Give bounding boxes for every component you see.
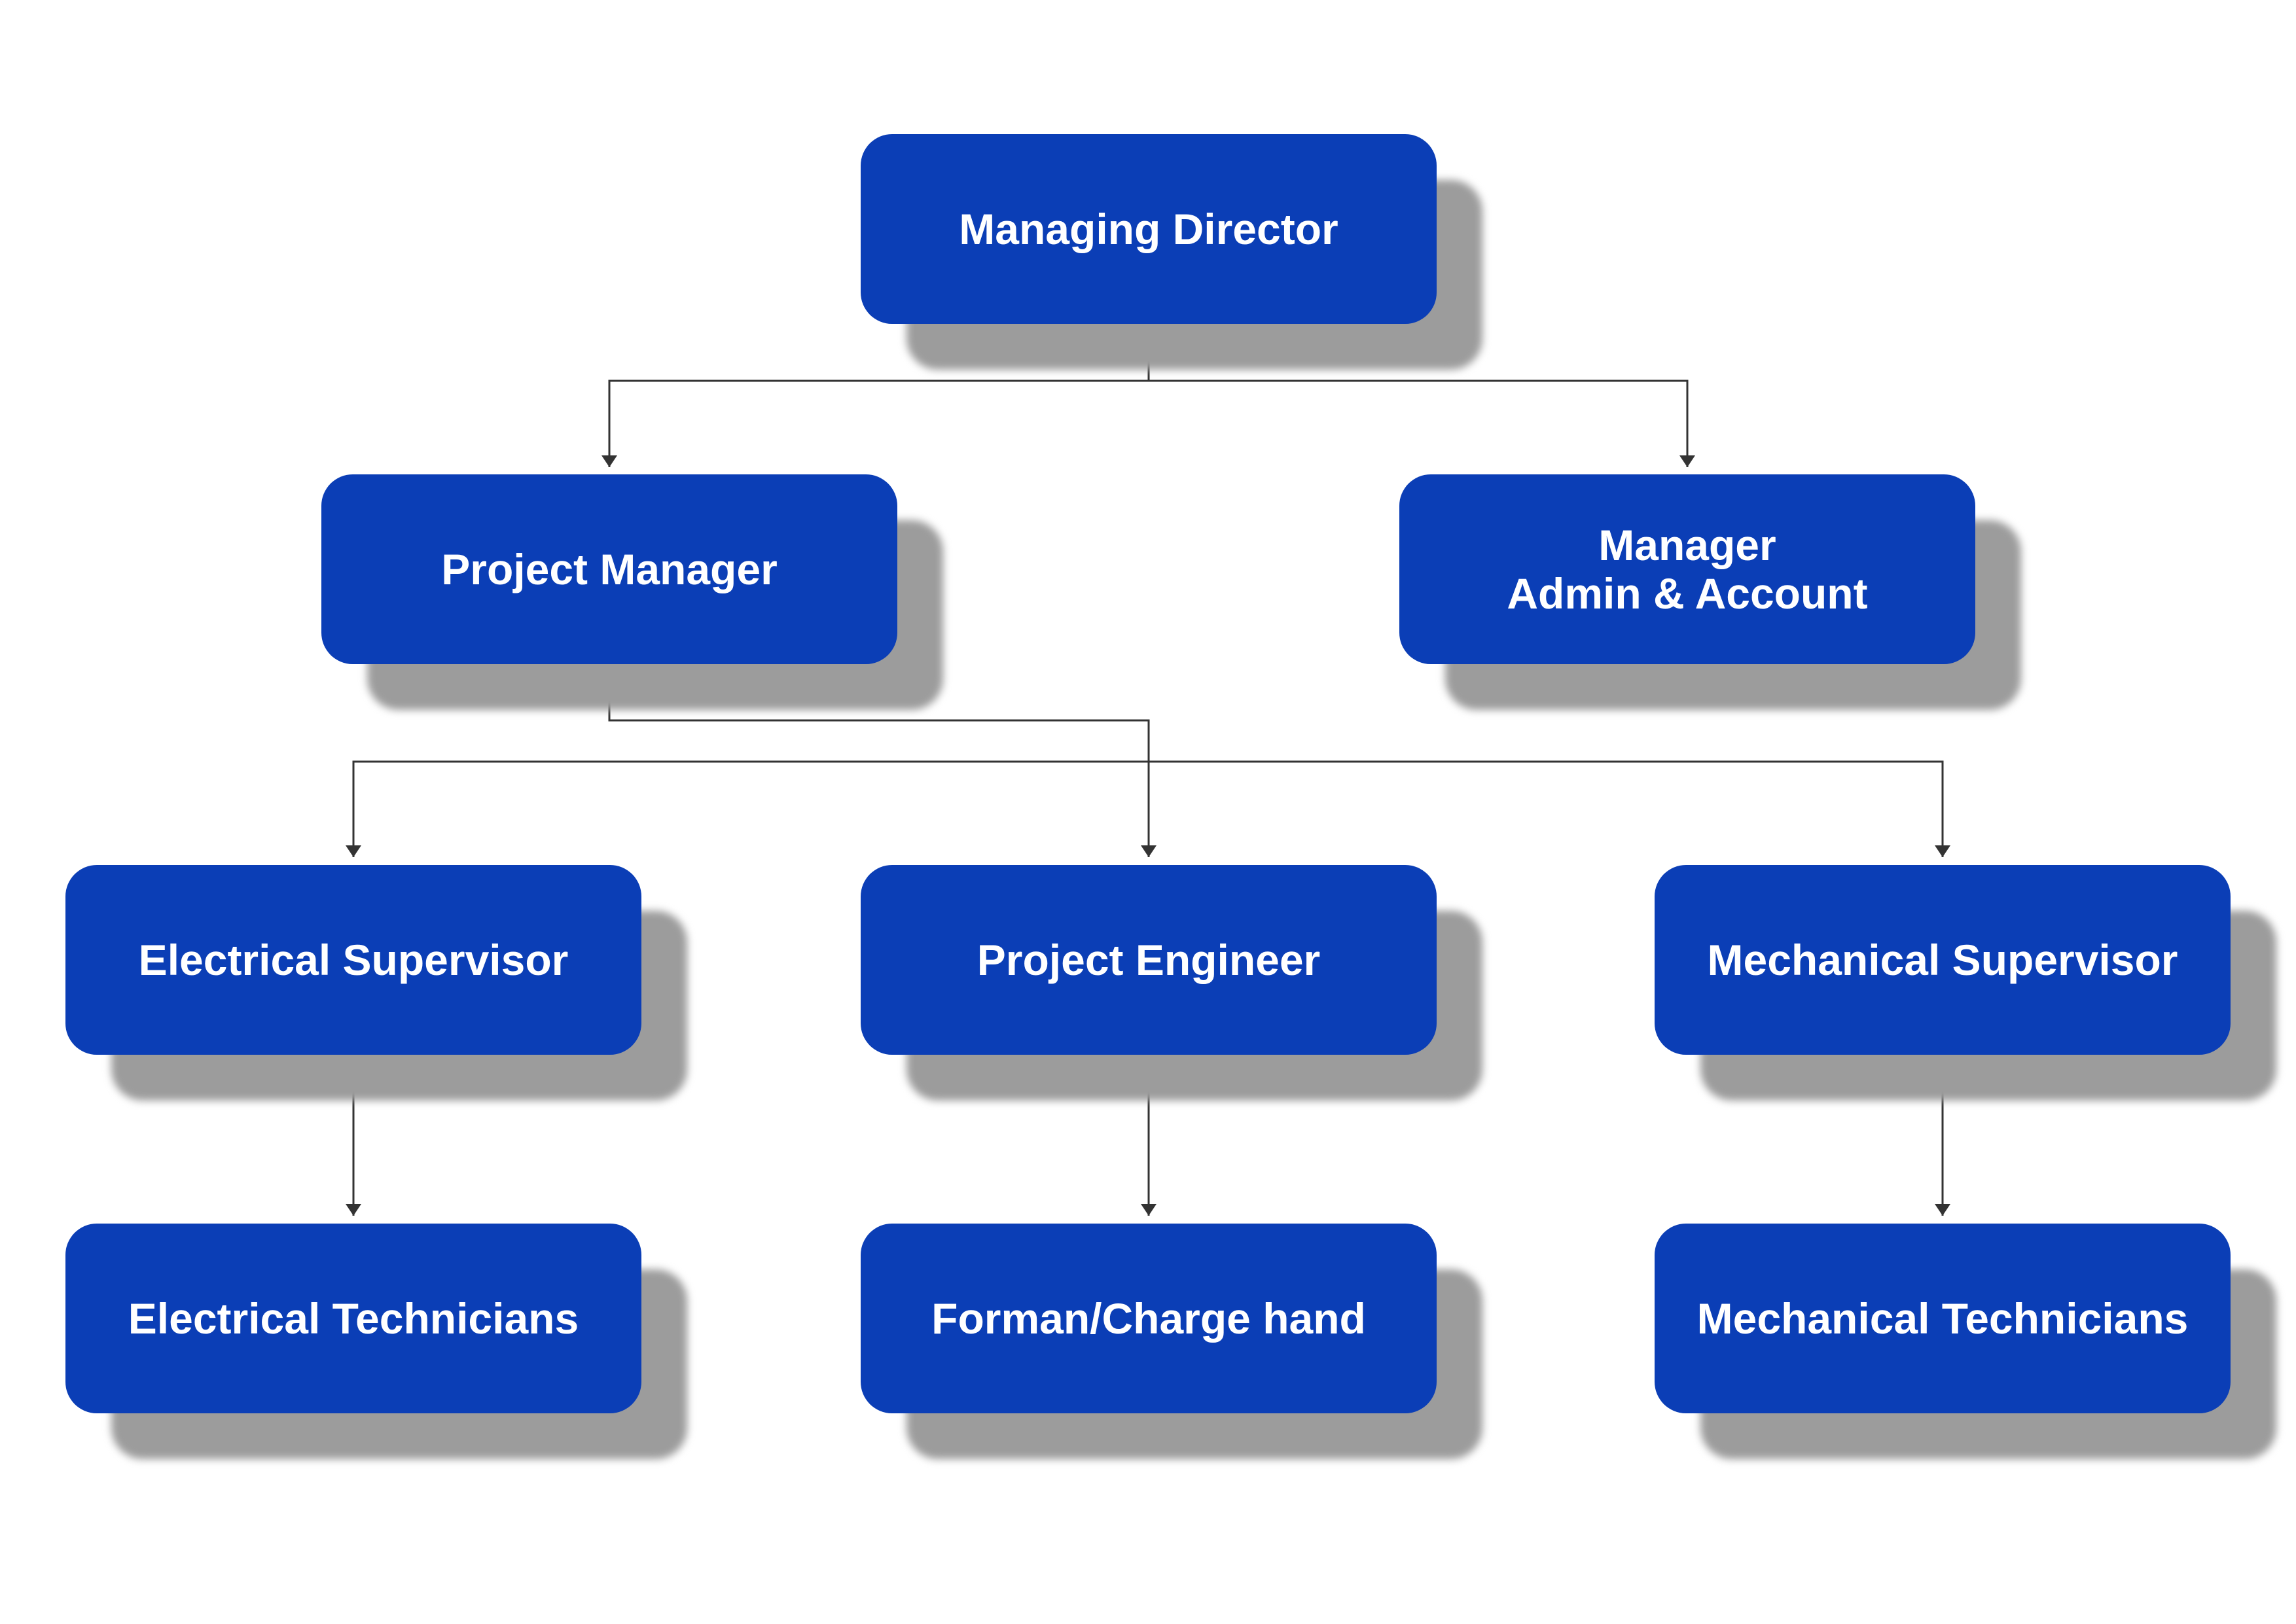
edge-pm-to-es xyxy=(346,760,1149,857)
node-label: Mechanical Technicians xyxy=(1696,1294,2189,1343)
node-label-line-2: Admin & Account xyxy=(1507,569,1868,618)
node-box: Forman/Charge hand xyxy=(861,1224,1437,1413)
node-managing-director: Managing Director xyxy=(861,134,1482,370)
node-label: Mechanical Supervisor xyxy=(1707,936,2178,984)
node-box: Mechanical Supervisor xyxy=(1655,865,2231,1055)
node-label: Project Manager xyxy=(441,545,778,593)
node-manager-admin-account: Manager Admin & Account xyxy=(1399,474,2021,710)
node-label: Forman/Charge hand xyxy=(931,1294,1366,1343)
node-box: Manager Admin & Account xyxy=(1399,474,1975,664)
node-label: Managing Director xyxy=(959,205,1338,253)
node-electrical-supervisor: Electrical Supervisor xyxy=(65,865,687,1101)
node-label: Electrical Supervisor xyxy=(138,936,569,984)
node-project-engineer: Project Engineer xyxy=(861,865,1482,1101)
node-mechanical-supervisor: Mechanical Supervisor xyxy=(1655,865,2276,1101)
edge-pm-to-ms xyxy=(1149,760,1950,857)
node-label: Electrical Technicians xyxy=(128,1294,579,1343)
node-project-manager: Project Manager xyxy=(321,474,943,710)
node-box: Mechanical Technicians xyxy=(1655,1224,2231,1413)
node-mechanical-technicians: Mechanical Technicians xyxy=(1655,1224,2276,1459)
edge-md-to-admin xyxy=(1149,380,1695,467)
node-label: Project Engineer xyxy=(977,936,1321,984)
node-box: Electrical Technicians xyxy=(65,1224,641,1413)
node-label-line-1: Manager xyxy=(1598,521,1776,569)
node-box: Managing Director xyxy=(861,134,1437,324)
node-electrical-technicians: Electrical Technicians xyxy=(65,1224,687,1459)
node-forman-charge-hand: Forman/Charge hand xyxy=(861,1224,1482,1459)
node-box: Project Engineer xyxy=(861,865,1437,1055)
node-box: Electrical Supervisor xyxy=(65,865,641,1055)
node-box: Project Manager xyxy=(321,474,897,664)
